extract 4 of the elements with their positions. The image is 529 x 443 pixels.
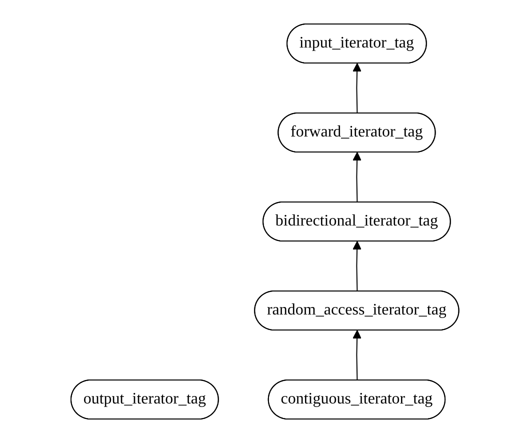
arrow xyxy=(352,152,362,203)
arrow xyxy=(352,241,362,292)
arrow xyxy=(352,330,362,381)
arrow xyxy=(352,63,362,114)
